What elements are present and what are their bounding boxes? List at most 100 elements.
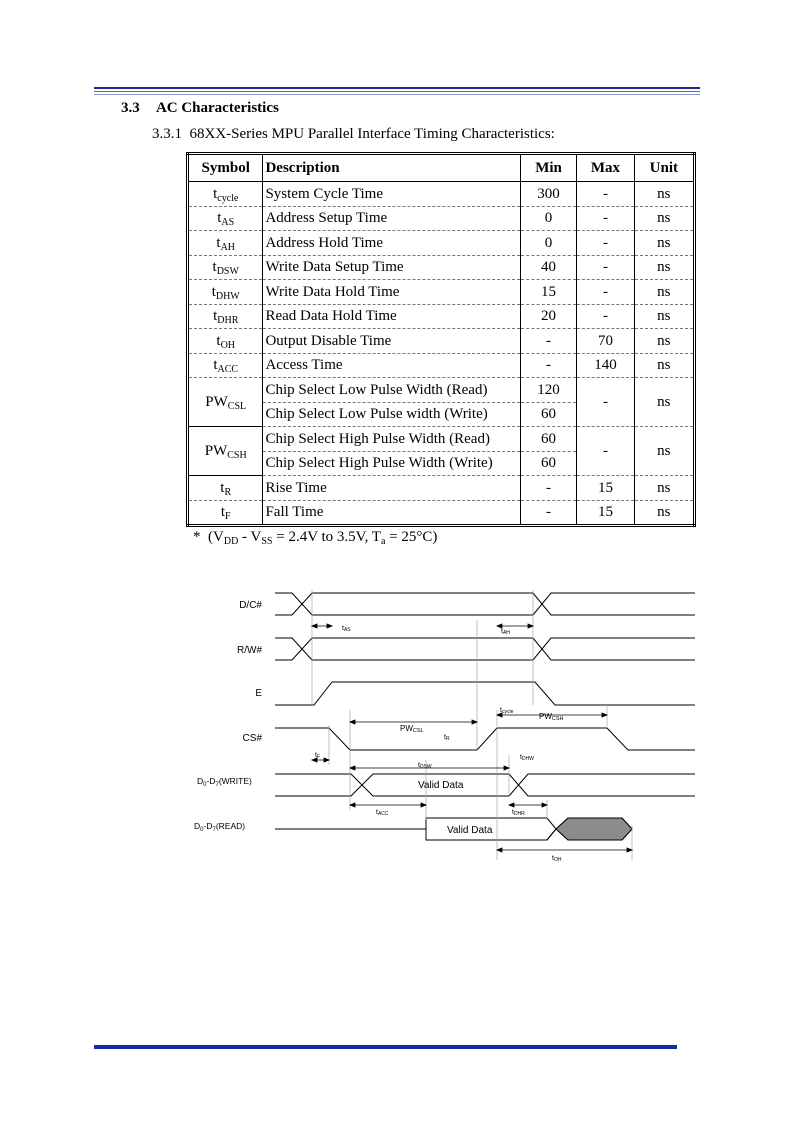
header-symbol: Symbol (186, 153, 263, 182)
header-description: Description (262, 153, 521, 182)
unit-cell: ns (633, 475, 695, 501)
description-cell: Chip Select Low Pulse width (Write) (262, 402, 521, 427)
tcycle-label: tcycle (500, 707, 514, 715)
tas-label: tAS (342, 625, 351, 633)
unit-cell: ns (633, 500, 695, 526)
symbol-cell: tcycle (186, 181, 263, 207)
note-ta-sub: a (380, 536, 386, 547)
rw-label: R/W# (237, 645, 262, 656)
description-cell: Address Setup Time (262, 206, 521, 231)
subsection-title-text: 68XX-Series MPU Parallel Interface Timin… (189, 126, 555, 142)
min-cell: - (519, 328, 577, 354)
max-cell: - (576, 255, 635, 280)
min-cell: - (519, 353, 577, 378)
description-cell: Output Disable Time (262, 328, 521, 354)
rw-waveform (275, 637, 695, 661)
header-unit: Unit (633, 153, 695, 182)
timing-labels: tAS tAH tcycle PWCSH PWCSL tR tF tDHW tD… (315, 625, 564, 863)
header-rule-thin (94, 94, 700, 95)
symbol-cell: tDSW (186, 255, 263, 280)
table-header-row: Symbol Description Min Max Unit (186, 153, 695, 182)
symbol-cell: tAS (186, 206, 263, 231)
description-cell: Chip Select High Pulse Width (Read) (262, 426, 521, 452)
symbol-subscript: CSL (227, 401, 247, 412)
symbol-cell: tOH (186, 328, 263, 354)
valid-data-write: Valid Data (418, 780, 464, 791)
symbol-text: PW (204, 443, 228, 459)
symbol-subscript: AH (220, 241, 236, 253)
header-min: Min (519, 153, 577, 182)
min-cell: 300 (519, 181, 577, 207)
e-waveform (275, 681, 695, 706)
guide-lines (311, 590, 633, 860)
description-cell: Access Time (262, 353, 521, 378)
note-star: * (193, 529, 201, 545)
min-cell: - (519, 500, 577, 526)
tdhw-label: tDHW (520, 754, 534, 762)
description-cell: Read Data Hold Time (262, 304, 521, 329)
symbol-cell: tF (186, 500, 263, 526)
max-cell: 15 (576, 475, 635, 501)
max-cell: - (576, 377, 635, 427)
symbol-text: t (213, 308, 218, 325)
symbol-cell: tACC (186, 353, 263, 378)
symbol-text: t (216, 234, 221, 251)
cs-waveform (275, 727, 695, 751)
description-cell: Fall Time (262, 500, 521, 526)
invalid-data-region (555, 817, 633, 841)
symbol-subscript: F (225, 511, 231, 523)
dwrite-label: D0-D7(WRITE) (197, 776, 252, 788)
min-cell: 60 (519, 402, 577, 427)
table-row: Chip Select Low Pulse width (Write)60 (188, 402, 695, 427)
symbol-subscript: DSW (216, 266, 239, 278)
symbol-text: t (213, 185, 218, 202)
symbol-subscript: AS (221, 217, 235, 229)
note-vdd-sub: DD (223, 536, 239, 547)
note-vdd: V (213, 529, 224, 545)
e-label: E (255, 688, 262, 699)
symbol-text: t (220, 479, 225, 496)
header-rule (94, 87, 700, 89)
symbol-subscript: DHW (215, 290, 240, 302)
symbol-text: t (220, 504, 226, 521)
symbol-text: t (216, 332, 221, 349)
symbol-cell: tDHR (186, 304, 263, 329)
symbol-subscript: CSH (227, 450, 247, 461)
dc-waveform (275, 592, 695, 616)
unit-cell: ns (633, 279, 695, 305)
table-row: PWCSH Chip Select High Pulse Width (Read)… (186, 426, 695, 476)
min-cell: 0 (519, 206, 577, 231)
description-cell: Chip Select High Pulse Width (Write) (262, 451, 521, 476)
max-cell: - (576, 426, 635, 476)
table-row: Chip Select High Pulse Width (Write)60 (188, 451, 695, 476)
min-cell: 40 (519, 255, 577, 280)
note-range: = 2.4V to 3.5V, T (272, 529, 381, 545)
description-cell: Write Data Setup Time (262, 255, 521, 280)
max-cell: 70 (576, 328, 635, 354)
note-temp: = 25°C) (385, 529, 438, 545)
description-cell: Rise Time (262, 475, 521, 501)
symbol-text: t (217, 210, 222, 227)
note-vss-sub: SS (261, 536, 273, 547)
description-cell: Write Data Hold Time (262, 279, 521, 305)
pwcsl-label: PWCSL (400, 724, 424, 734)
tf-label: tF (315, 752, 320, 760)
tr-label: tR (444, 734, 450, 742)
unit-cell: ns (633, 328, 695, 354)
cs-label: CS# (243, 733, 263, 744)
header-rule-thin (94, 91, 700, 92)
dwrite-waveform (275, 773, 695, 797)
symbol-subscript: OH (220, 339, 236, 351)
pwcsh-label: PWCSH (539, 712, 564, 722)
max-cell: 140 (576, 353, 635, 378)
valid-data-read: Valid Data (447, 825, 493, 836)
symbol-subscript: ACC (217, 364, 239, 376)
